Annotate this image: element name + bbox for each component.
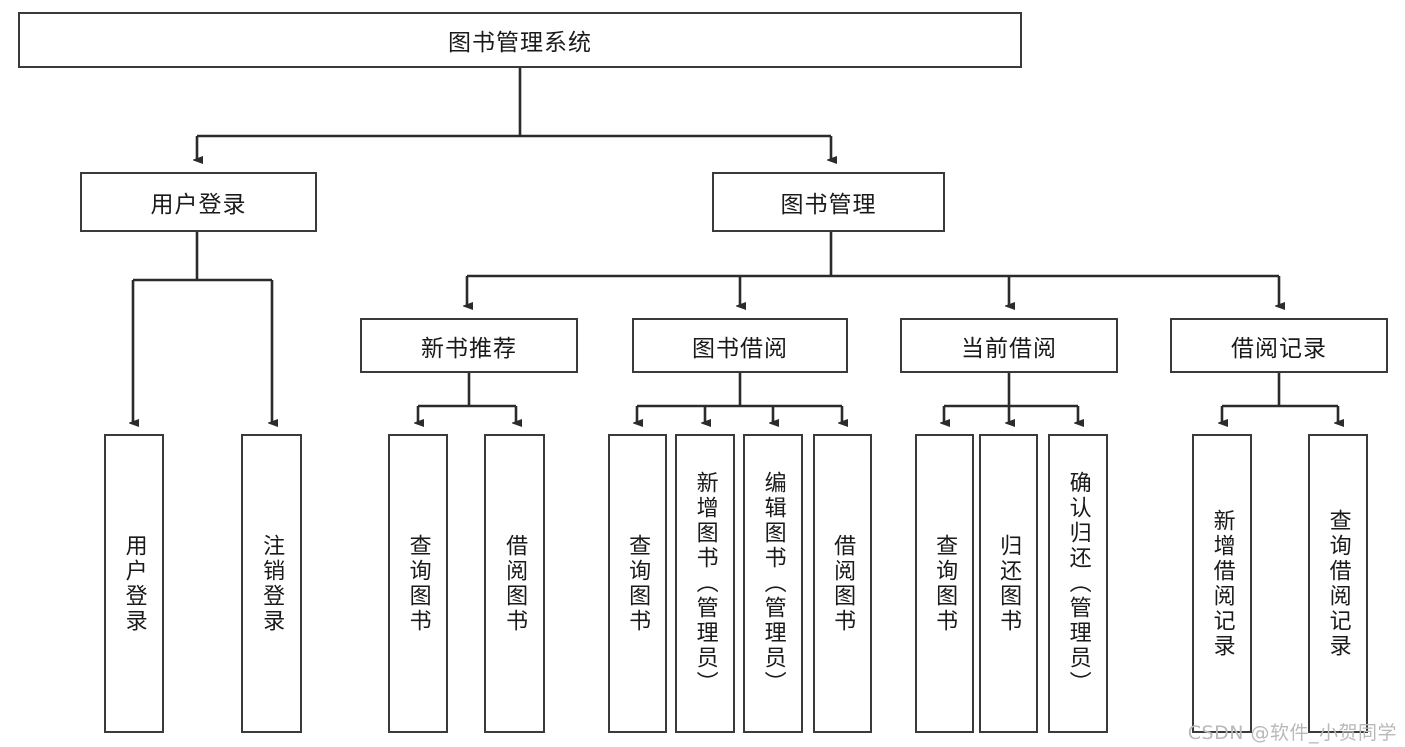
- node-label: 新书推荐: [421, 335, 517, 362]
- leaf-new-book-borrow-book[interactable]: 借阅图书: [484, 434, 545, 733]
- node-book-management[interactable]: 图书管理: [712, 172, 945, 232]
- leaf-book-borrow-borrow-book[interactable]: 借阅图书: [813, 434, 872, 733]
- leaf-book-borrow-query-book[interactable]: 查询图书: [608, 434, 667, 733]
- node-label: 图书借阅: [692, 335, 788, 362]
- leaf-user-login-logout[interactable]: 注销登录: [241, 434, 302, 733]
- leaf-borrow-record-add-record[interactable]: 新增借阅记录: [1192, 434, 1252, 733]
- leaf-book-borrow-add-book-admin[interactable]: 新增图书（管理员）: [675, 434, 735, 733]
- node-book-borrow[interactable]: 图书借阅: [632, 318, 848, 373]
- node-current-borrow[interactable]: 当前借阅: [900, 318, 1118, 373]
- node-label: 借阅图书: [830, 533, 856, 634]
- node-label: 新增图书（管理员）: [692, 471, 718, 696]
- node-label: 查询借阅记录: [1325, 508, 1351, 659]
- leaf-current-borrow-return-book[interactable]: 归还图书: [979, 434, 1038, 733]
- node-label: 图书管理: [780, 192, 877, 218]
- node-label: 查询图书: [932, 533, 958, 634]
- node-label: 借阅图书: [502, 533, 528, 634]
- node-label: 查询图书: [405, 533, 431, 634]
- node-root-library-management-system[interactable]: 图书管理系统: [18, 12, 1022, 68]
- leaf-user-login-login[interactable]: 用户登录: [104, 434, 164, 733]
- node-label: 新增借阅记录: [1209, 508, 1235, 659]
- node-new-book-recommend[interactable]: 新书推荐: [360, 318, 578, 373]
- node-label: 注销登录: [259, 533, 285, 634]
- node-label: 确认归还（管理员）: [1065, 471, 1091, 696]
- node-label: 查询图书: [625, 533, 651, 634]
- node-label: 编辑图书（管理员）: [760, 471, 786, 696]
- node-label: 当前借阅: [961, 335, 1057, 362]
- node-label: 归还图书: [996, 533, 1022, 634]
- watermark: CSDN @软件_小贺同学: [1187, 722, 1397, 744]
- node-label: 图书管理系统: [448, 30, 592, 56]
- leaf-current-borrow-confirm-return-admin[interactable]: 确认归还（管理员）: [1048, 434, 1108, 733]
- node-borrow-record[interactable]: 借阅记录: [1170, 318, 1388, 373]
- node-label: 借阅记录: [1231, 335, 1327, 362]
- leaf-new-book-query-book[interactable]: 查询图书: [388, 434, 448, 733]
- leaf-book-borrow-edit-book-admin[interactable]: 编辑图书（管理员）: [743, 434, 803, 733]
- leaf-borrow-record-query-record[interactable]: 查询借阅记录: [1308, 434, 1368, 733]
- leaf-current-borrow-query-book[interactable]: 查询图书: [915, 434, 974, 733]
- node-label: 用户登录: [150, 192, 247, 218]
- node-label: 用户登录: [121, 533, 147, 634]
- node-user-login[interactable]: 用户登录: [80, 172, 317, 232]
